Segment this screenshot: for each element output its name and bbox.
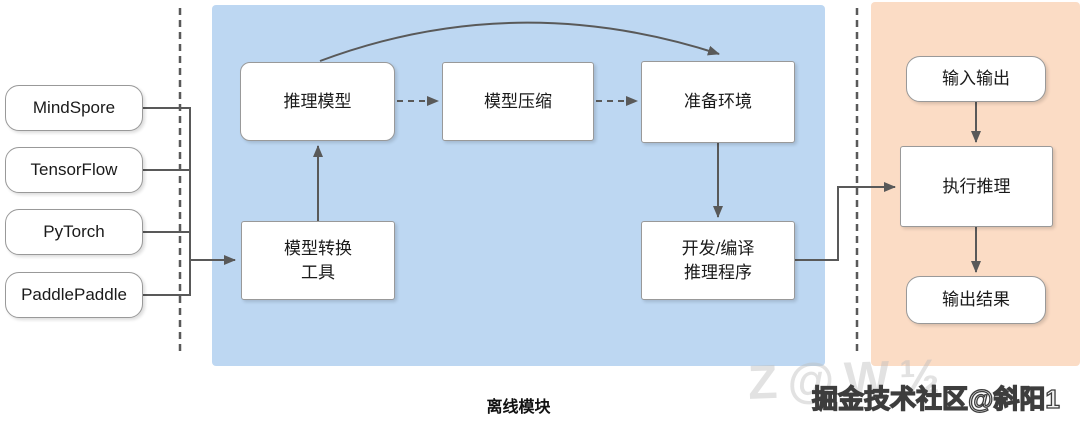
offline-module-region bbox=[212, 5, 825, 366]
node-run-inference: 执行推理 bbox=[900, 146, 1053, 227]
node-dev-compile-program: 开发/编译 推理程序 bbox=[641, 221, 795, 300]
node-label: MindSpore bbox=[32, 98, 116, 117]
node-label-line1: 开发/编译 bbox=[681, 238, 755, 258]
node-paddlepaddle: PaddlePaddle bbox=[5, 272, 143, 318]
node-model-converter: 模型转换 工具 bbox=[241, 221, 395, 300]
node-label: PaddlePaddle bbox=[21, 285, 127, 304]
node-prepare-environment: 准备环境 bbox=[641, 61, 795, 143]
node-model-compression: 模型压缩 bbox=[442, 62, 594, 141]
node-label: PyTorch bbox=[43, 222, 105, 241]
node-label: 输出结果 bbox=[942, 290, 1010, 309]
node-label: 执行推理 bbox=[942, 176, 1011, 196]
node-label: TensorFlow bbox=[30, 160, 118, 179]
node-label: 准备环境 bbox=[684, 92, 752, 111]
node-label-line1: 模型转换 bbox=[284, 238, 352, 258]
node-inference-model: 推理模型 bbox=[240, 62, 395, 141]
offline-module-caption: 离线模块 bbox=[486, 399, 551, 416]
node-tensorflow: TensorFlow bbox=[5, 147, 143, 193]
node-label-line2: 工具 bbox=[301, 262, 335, 282]
node-label: 推理模型 bbox=[283, 91, 352, 111]
node-label-line2: 推理程序 bbox=[684, 262, 752, 282]
node-input-output: 输入输出 bbox=[906, 56, 1046, 102]
framework-bus-lines bbox=[143, 107, 191, 296]
node-label: 模型压缩 bbox=[484, 91, 552, 111]
node-pytorch: PyTorch bbox=[5, 209, 143, 255]
node-label: 输入输出 bbox=[942, 69, 1010, 88]
node-mindspore: MindSpore bbox=[5, 85, 143, 131]
watermark-text: 掘金技术社区@斜阳1 bbox=[811, 383, 1060, 414]
node-output-result: 输出结果 bbox=[906, 276, 1046, 324]
